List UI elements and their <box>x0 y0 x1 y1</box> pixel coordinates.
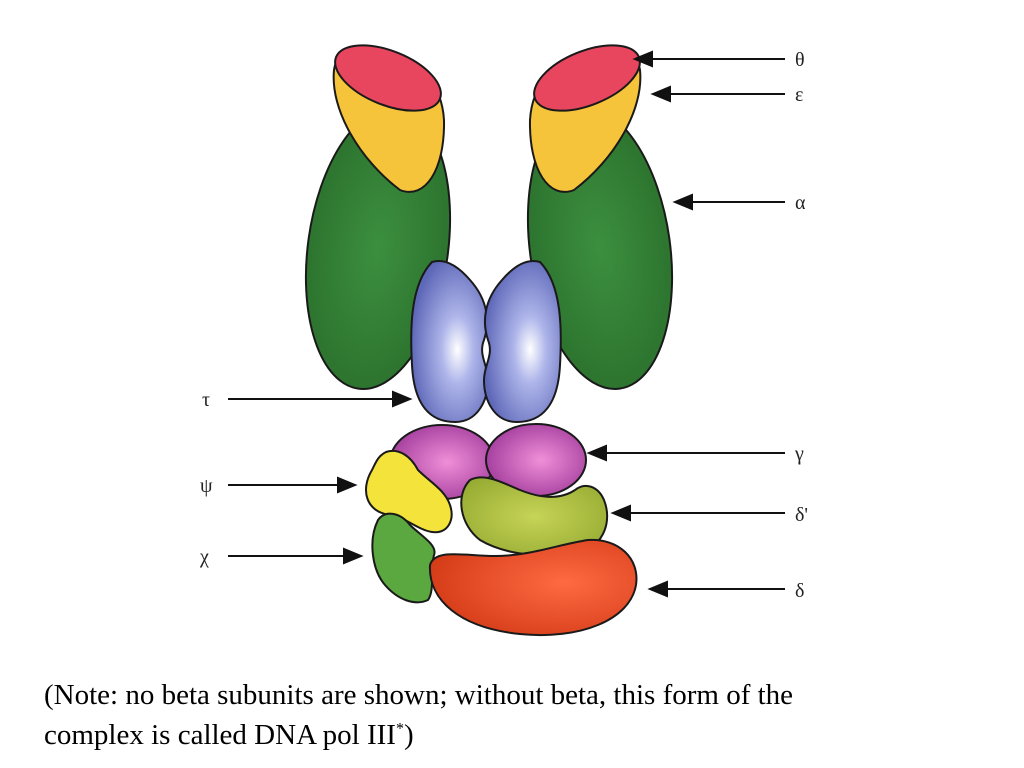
label-psi: ψ <box>200 475 213 497</box>
tau-right-shape <box>482 260 562 424</box>
caption-line-2-end: ) <box>403 719 414 751</box>
theta-left-shape <box>334 44 442 112</box>
delta-prime-shape <box>460 476 609 557</box>
delta-shape <box>428 538 638 636</box>
caption-asterisk: * <box>395 720 404 738</box>
caption-line-2: complex is called DNA pol III*) <box>44 715 1004 755</box>
caption-line-1: (Note: no beta subunits are shown; witho… <box>44 679 794 711</box>
label-delta-prime: δ' <box>795 504 808 526</box>
label-chi: χ <box>199 546 209 568</box>
label-alpha: α <box>795 192 806 214</box>
label-tau: τ <box>202 389 210 411</box>
label-gamma: γ <box>794 443 804 465</box>
caption-note: (Note: no beta subunits are shown; witho… <box>44 675 1004 755</box>
label-delta: δ <box>795 580 804 602</box>
tau-left-shape <box>410 260 490 424</box>
caption-line-2-main: complex is called DNA pol III <box>44 719 396 751</box>
label-theta: θ <box>795 49 805 71</box>
label-epsilon: ε <box>795 84 803 106</box>
